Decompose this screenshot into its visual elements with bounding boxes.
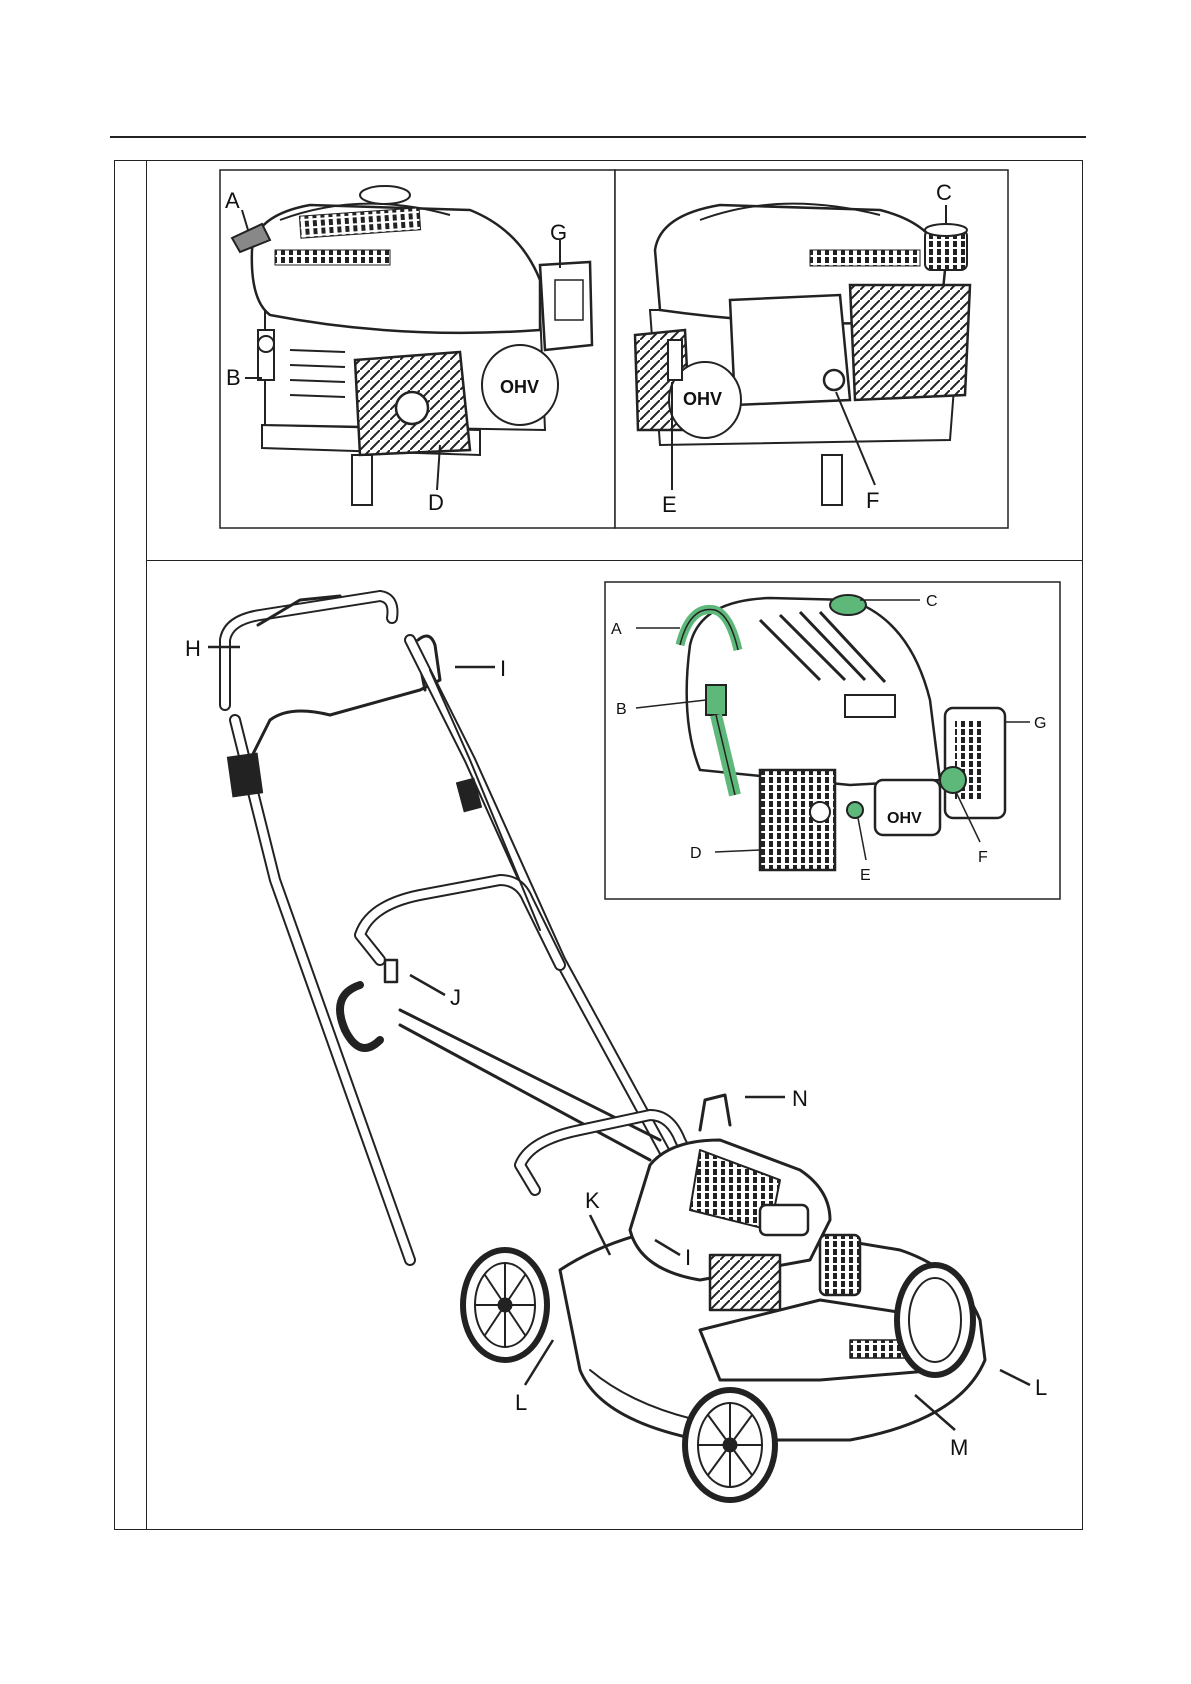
callout-F-right: F xyxy=(866,488,879,513)
inset-oil-F xyxy=(940,767,966,793)
inset-callout-G: G xyxy=(1034,715,1046,732)
callout-G-left: G xyxy=(550,220,567,245)
callout-C-right: C xyxy=(936,180,952,205)
ohv-badge-right: OHV xyxy=(683,389,722,409)
inset-callout-A: A xyxy=(611,621,622,638)
air-filter-G xyxy=(540,262,592,350)
callout-D-left: D xyxy=(428,490,444,515)
callout-N: N xyxy=(792,1086,808,1111)
front-left-wheel xyxy=(685,1390,775,1500)
callout-L-left: L xyxy=(515,1390,527,1415)
inset-spark-B xyxy=(706,685,726,715)
inset-primer-E xyxy=(847,802,863,818)
callout-K: K xyxy=(585,1188,600,1213)
oil-fill-F xyxy=(824,370,844,390)
callout-B-left: B xyxy=(226,365,241,390)
crankshaft xyxy=(352,455,372,505)
callout-A-left: A xyxy=(225,188,240,213)
inset-callout-E: E xyxy=(860,867,871,884)
rear-left-wheel xyxy=(463,1250,547,1360)
inset-callout-F: F xyxy=(978,849,988,866)
callout-E-right: E xyxy=(662,492,677,517)
ohv-badge-left: OHV xyxy=(500,377,539,397)
callout-J: J xyxy=(450,985,461,1010)
inset-ohv-badge: OHV xyxy=(887,810,922,827)
inset-callout-C: C xyxy=(926,593,938,610)
spark-plug-E xyxy=(668,340,682,380)
callout-L-right: L xyxy=(1035,1375,1047,1400)
callout-I-handle: I xyxy=(500,656,506,681)
engine-left-view: OHV A B D G xyxy=(220,170,615,528)
fuel-cap-left xyxy=(360,186,410,204)
callout-I-engine: I xyxy=(685,1245,691,1270)
crankshaft-right xyxy=(822,455,842,505)
inset-callout-D: D xyxy=(690,845,702,862)
engine-inset: OHV A C B G D E F xyxy=(605,582,1060,899)
engine-right-view: OHV C E F xyxy=(615,170,1008,528)
callout-M: M xyxy=(950,1435,968,1460)
inset-callout-B: B xyxy=(616,701,627,718)
callout-H: H xyxy=(185,636,201,661)
inset-fuel-cap-C xyxy=(830,595,866,615)
fuel-tank-right xyxy=(850,285,970,400)
front-right-wheel xyxy=(897,1265,973,1375)
